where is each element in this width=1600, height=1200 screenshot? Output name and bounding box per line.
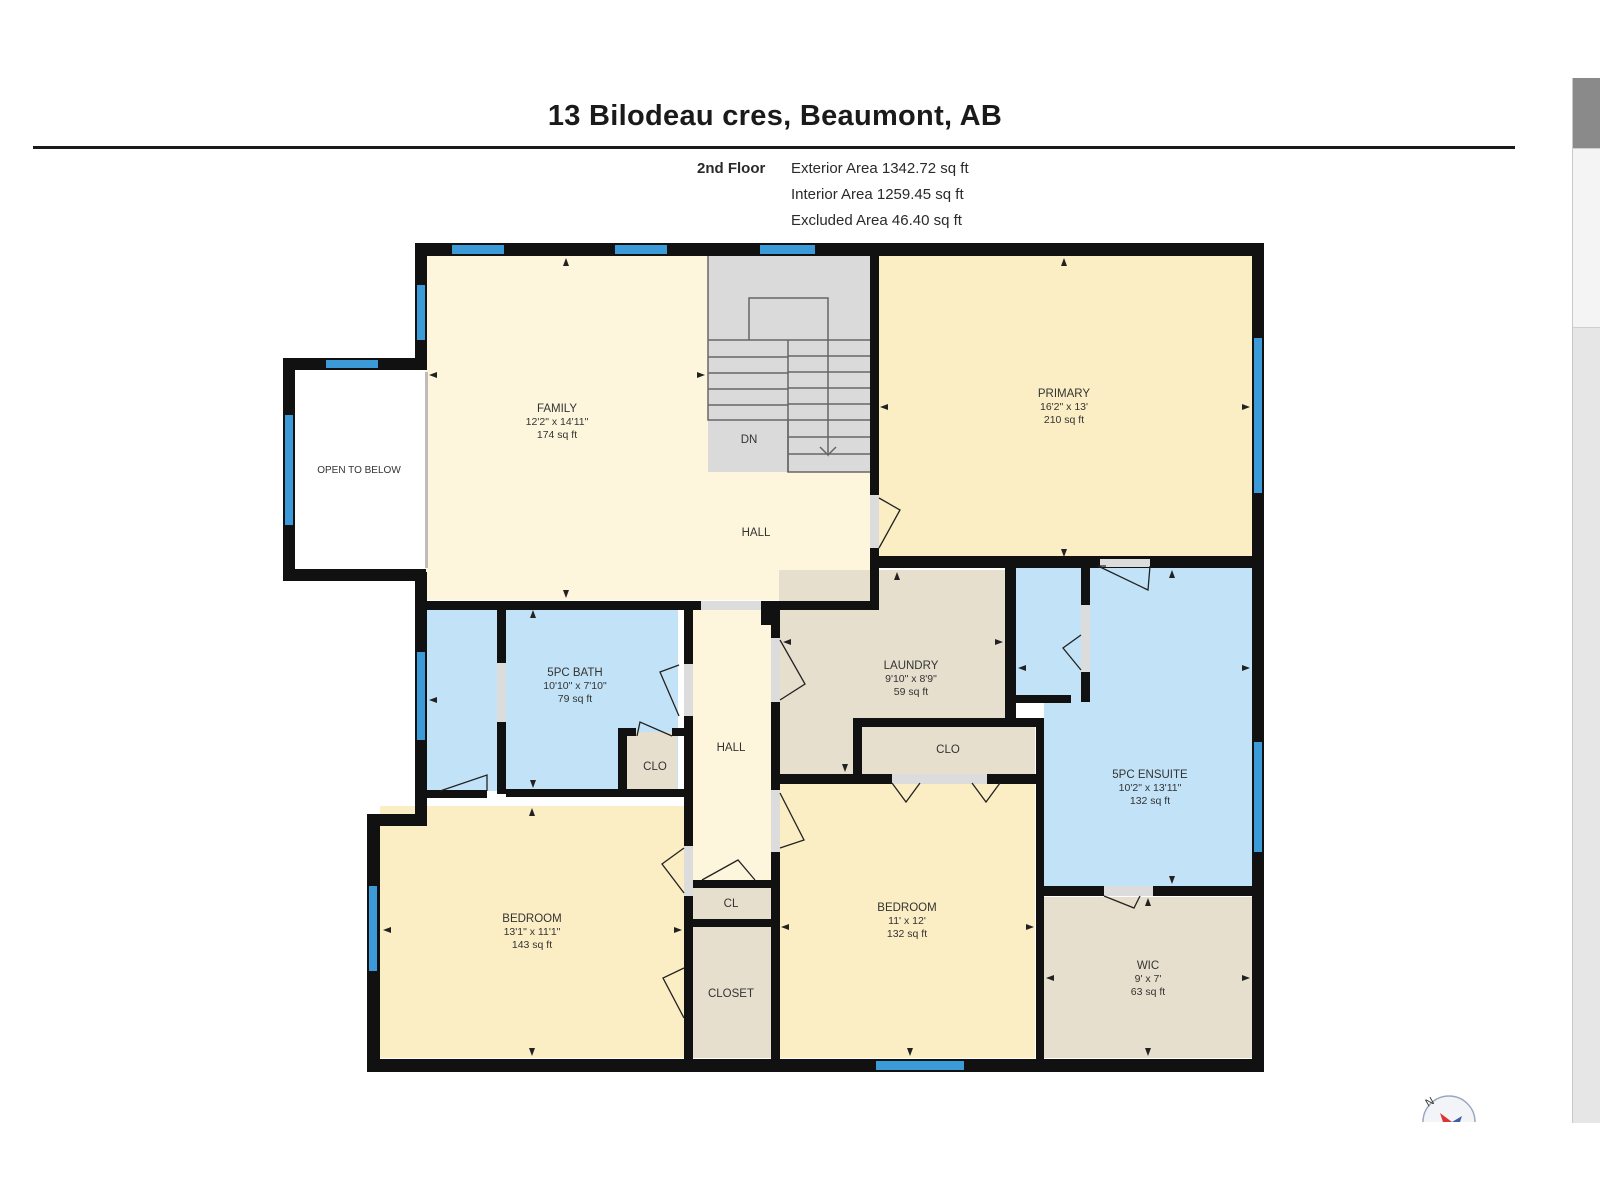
hall-top-label: HALL [742,527,771,539]
bedroom-left-name: BEDROOM [502,913,561,925]
bedroom-mid-name: BEDROOM [877,902,936,914]
wic-floor [1044,897,1253,1058]
interior-area: Interior Area 1259.45 sq ft [791,186,964,203]
closet-label: CLOSET [708,988,754,1000]
cl-floor [692,888,771,919]
bedroom-mid-dims: 11' x 12' [888,915,926,927]
closet-floor [692,927,771,1058]
primary-room-dims: 16'2" x 13' [1040,401,1088,413]
title-divider [33,146,1515,149]
primary-room-area: 210 sq ft [1044,414,1084,426]
bedroom-left-area: 143 sq ft [512,939,552,951]
family-room-dims: 12'2" x 14'11" [526,416,589,428]
hall-mid-label: HALL [717,742,746,754]
clo-bath-floor [627,732,677,789]
windows [285,245,1262,1070]
laundry-name: LAUNDRY [884,660,939,672]
open-to-below-area [295,370,425,565]
bedroom-mid-area: 132 sq ft [887,928,927,940]
ensuite-area: 132 sq ft [1130,795,1170,807]
wic-name: WIC [1137,960,1159,972]
clo-laundry-label: CLO [936,744,960,756]
compass-icon: N [1422,1095,1476,1123]
ensuite-name: 5PC ENSUITE [1112,769,1188,781]
open-to-below-label: OPEN TO BELOW [317,465,401,476]
stairs-area [708,255,870,472]
excluded-area: Excluded Area 46.40 sq ft [791,212,962,229]
plan-title: 13 Bilodeau cres, Beaumont, AB [547,100,1003,132]
wic-dims: 9' x 7' [1135,973,1162,985]
door-swings [439,497,1151,1019]
ensuite-floor [1044,567,1253,887]
primary-room-floor [878,255,1253,560]
bath-area: 79 sq ft [558,693,593,705]
ensuite-dims: 10'2" x 13'11" [1119,782,1182,794]
hall-mid-floor [692,608,771,880]
wic-area: 63 sq ft [1131,986,1166,998]
bath-name: 5PC BATH [547,667,602,679]
clo-bath-label: CLO [643,761,667,773]
floor-label: 2nd Floor [697,160,766,177]
door-openings [425,372,1153,896]
room-fills [295,255,1253,1058]
clo-laundry-floor [862,726,1035,774]
bedroom-left-floor [380,806,684,1058]
laundry-area: 59 sq ft [894,686,929,698]
primary-room-name: PRIMARY [1038,388,1091,400]
exterior-area: Exterior Area 1342.72 sq ft [791,160,969,177]
stairs-down-label: DN [741,434,758,446]
stairs [707,255,870,473]
bedroom-mid-floor [779,783,1035,1058]
bath-dims: 10'10" x 7'10" [543,680,607,692]
cl-label: CL [724,898,739,910]
family-room-name: FAMILY [537,403,577,415]
bedroom-left-dims: 13'1" x 11'1" [504,926,561,938]
laundry-dims: 9'10" x 8'9" [885,673,937,685]
side-panel-edge [1572,78,1600,1123]
family-room-area: 174 sq ft [537,429,577,441]
dimension-arrows [383,258,1250,1056]
